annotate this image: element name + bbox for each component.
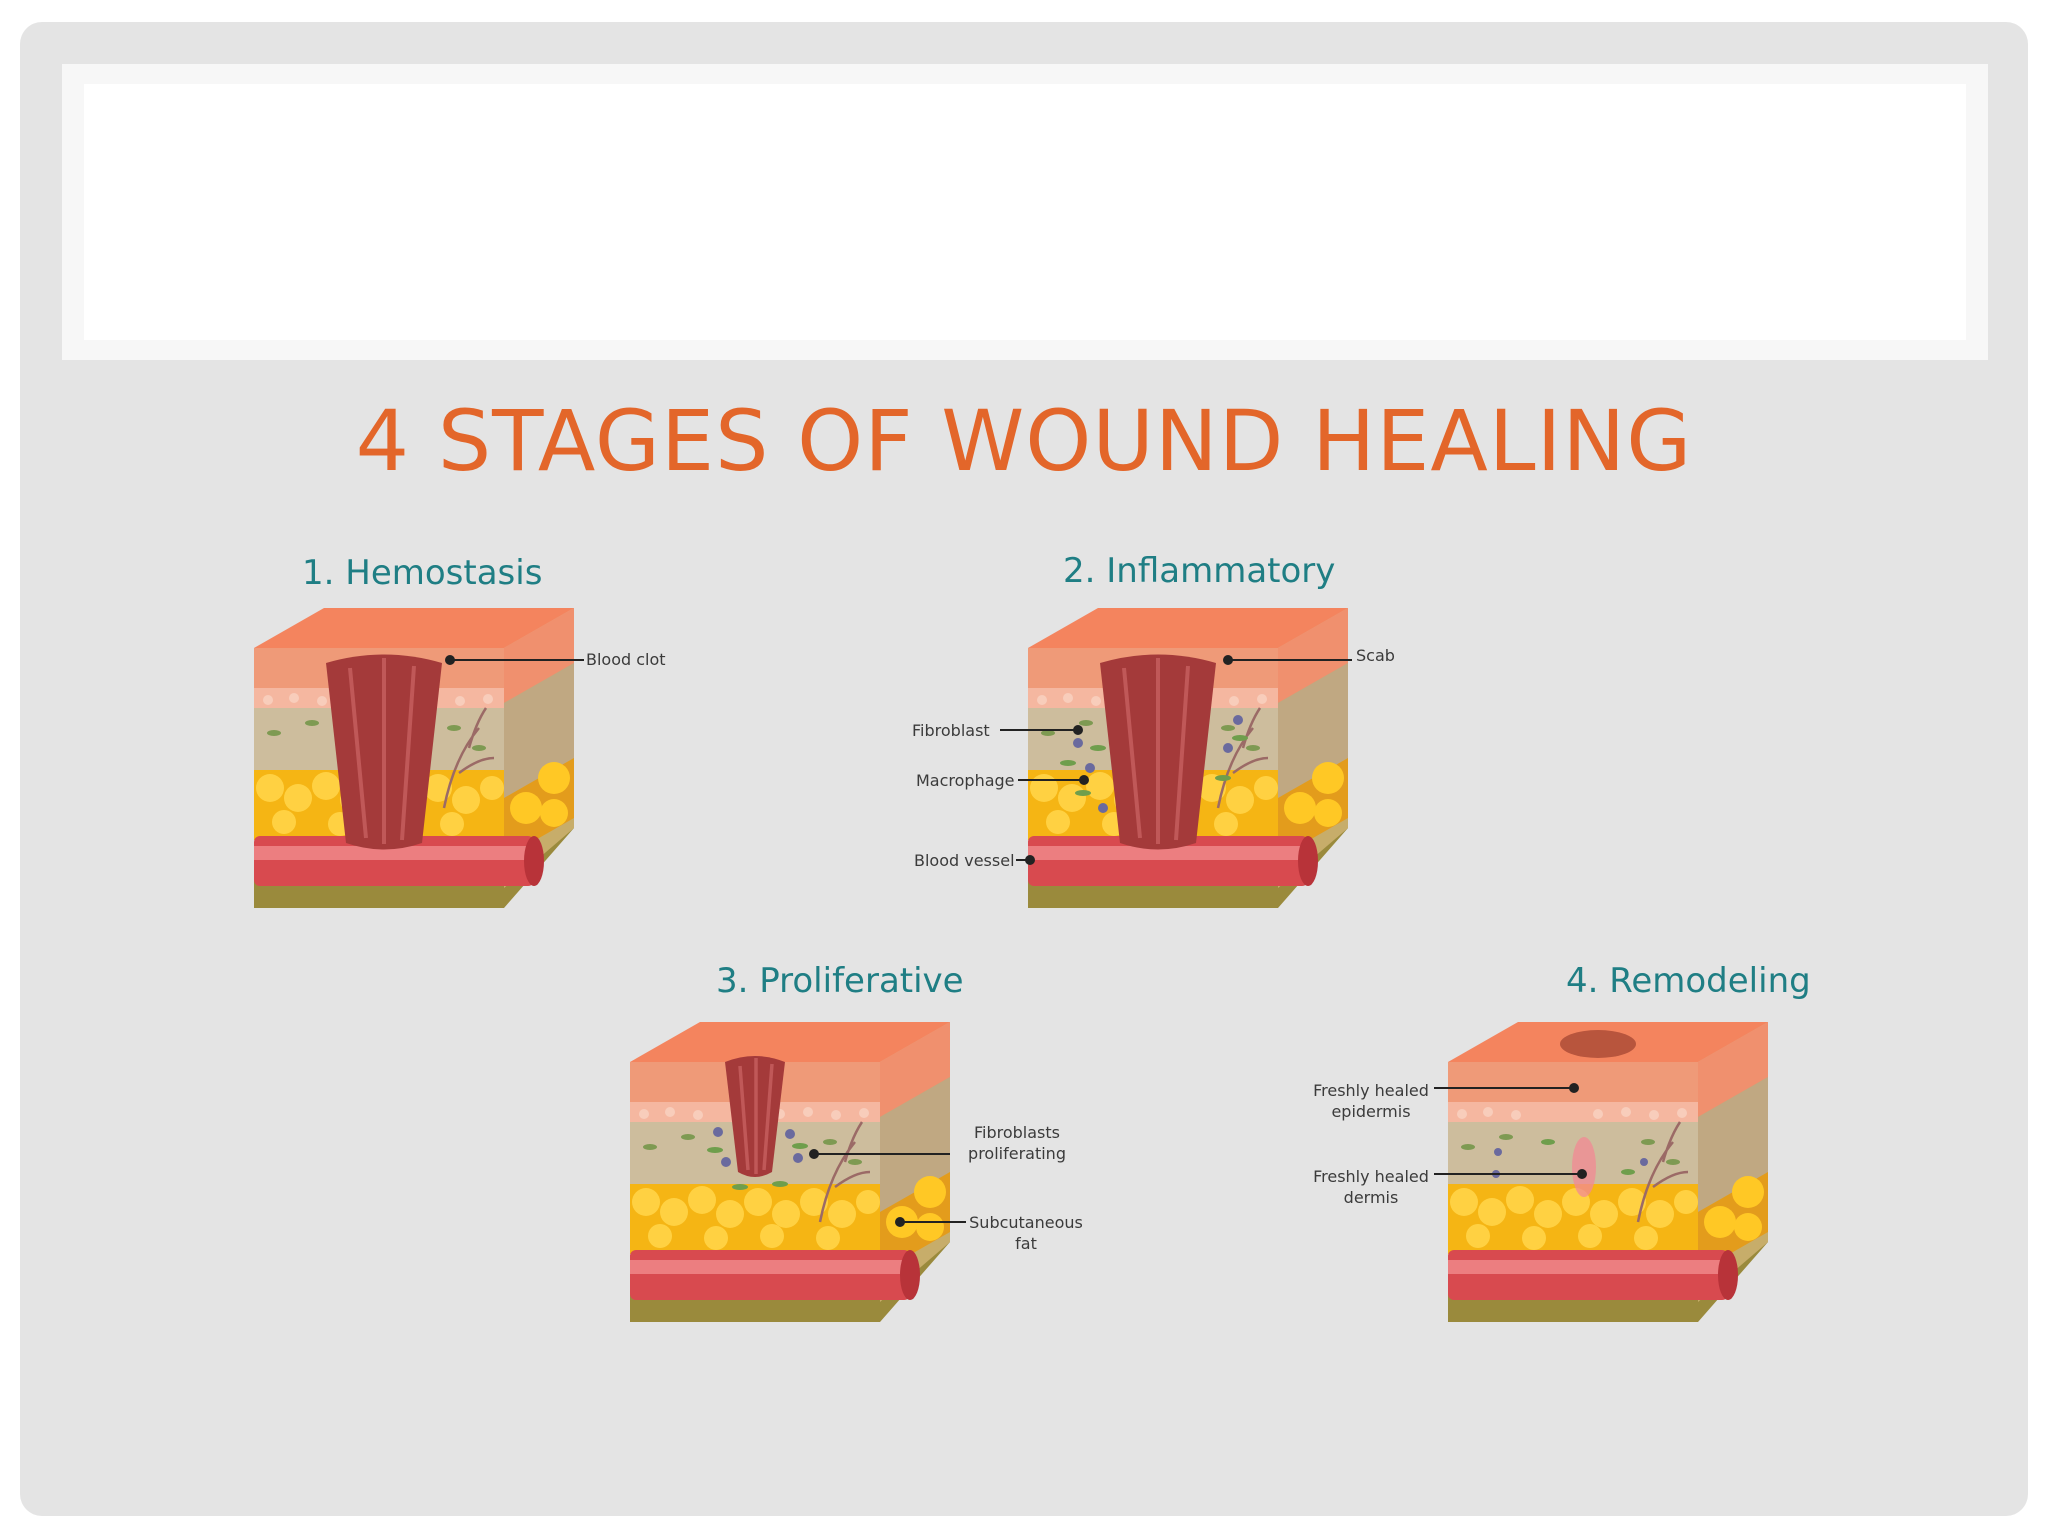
label-macrophage: Macrophage xyxy=(916,771,1015,790)
label-subcutaneous-fat: Subcutaneous fat xyxy=(969,1213,1083,1253)
stage-3-title: 3. Proliferative xyxy=(716,961,964,1001)
label-fibroblasts-proliferating: Fibroblasts proliferating xyxy=(968,1123,1066,1163)
label-blood-clot: Blood clot xyxy=(586,650,666,669)
title-placeholder xyxy=(62,64,1988,360)
healed-wound-mark xyxy=(1560,1030,1636,1058)
label-freshly-healed-epidermis: Freshly healed epidermis xyxy=(1313,1081,1429,1121)
stage-1-skin-diagram xyxy=(254,608,574,908)
title-placeholder-inner xyxy=(84,84,1966,340)
stage-2-title: 2. Inflammatory xyxy=(1063,551,1336,591)
label-fibroblast: Fibroblast xyxy=(912,721,990,740)
stage-1-title: 1. Hemostasis xyxy=(302,553,543,593)
label-freshly-healed-dermis: Freshly healed dermis xyxy=(1313,1167,1429,1207)
label-scab: Scab xyxy=(1356,646,1395,665)
stage-4-skin-diagram xyxy=(1448,1022,1768,1322)
stage-3-skin-diagram xyxy=(630,1022,950,1322)
label-blood-vessel: Blood vessel xyxy=(914,851,1015,870)
page-title: 4 STAGES OF WOUND HEALING xyxy=(355,392,1693,490)
stage-2-skin-diagram xyxy=(1028,608,1348,908)
stage-4-title: 4. Remodeling xyxy=(1566,961,1811,1001)
